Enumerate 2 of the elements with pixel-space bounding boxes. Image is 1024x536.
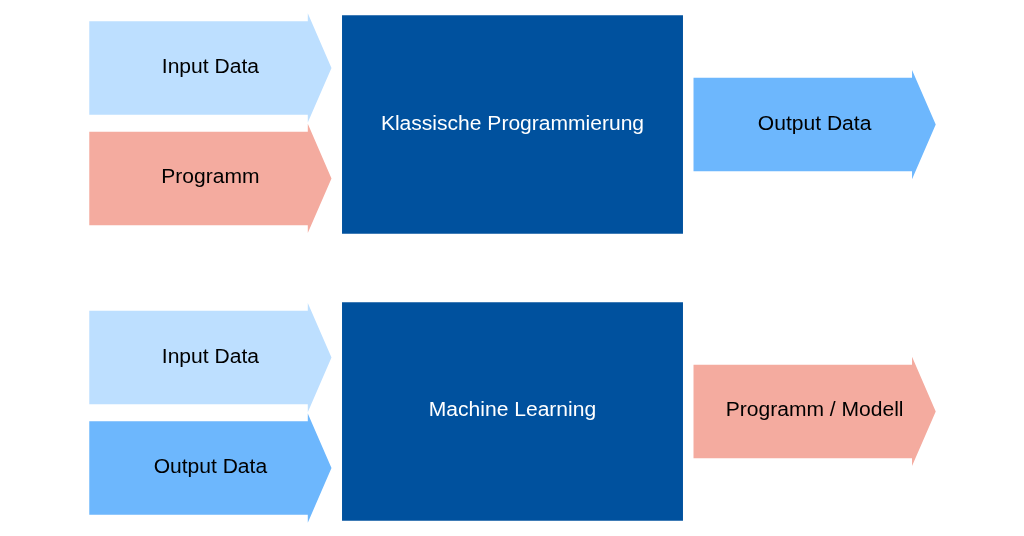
node-box: Machine Learning bbox=[341, 302, 683, 521]
node-box: Klassische Programmierung bbox=[341, 15, 683, 234]
